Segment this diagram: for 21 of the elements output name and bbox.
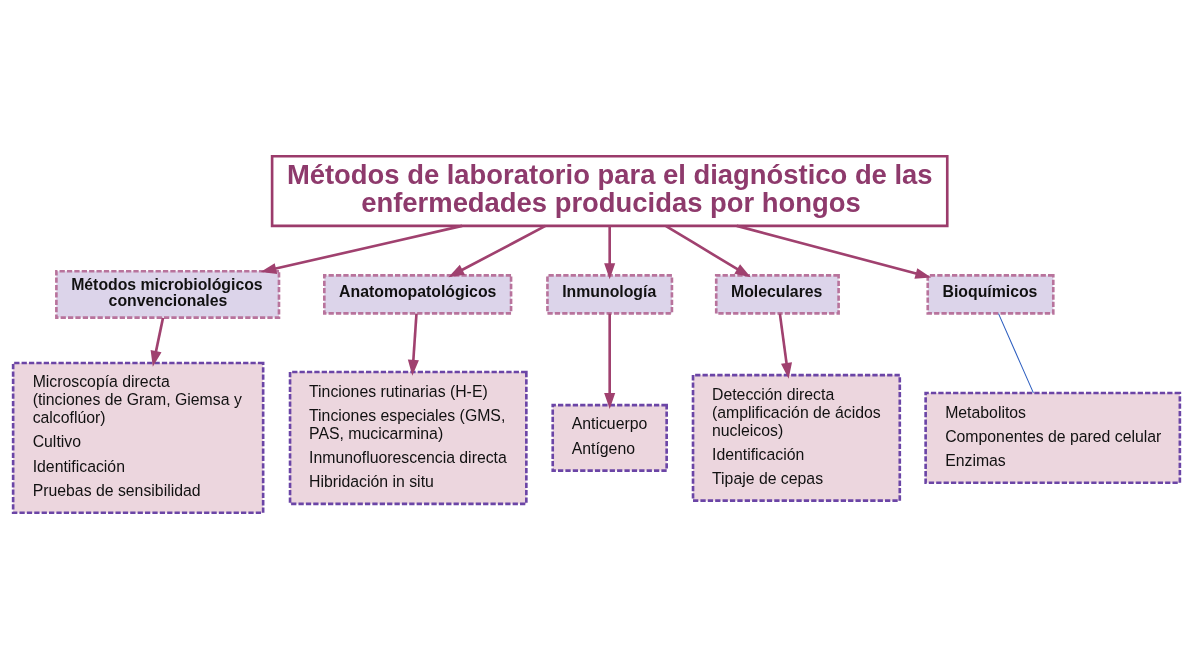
node-box: Moleculares [714,273,840,315]
node-box: Microscopía directa (tinciones de Gram, Giemsa y calcoflúor) Cultivo Identificación Pruebas de sensibilidad [11,361,265,514]
arrow [150,317,165,367]
node-box: Metabolitos Componentes de pared celular Enzimas [924,391,1182,484]
arrow [778,312,792,379]
node-box: Detección directa (amplificación de ácidos nucleicos) Identificación Tipaje de cepas [691,373,902,502]
node-box: Tinciones rutinarias (H-E) Tinciones especiales (GMS, PAS, mucicarmina) Inmunofluorescencia directa Hibridación in situ [288,370,528,505]
arrow [407,313,419,376]
node-box: Bioquímicos [926,273,1055,315]
arrow [736,224,932,279]
arrow [604,225,616,279]
arrow [604,313,616,409]
arrow [665,224,751,277]
arrow [260,224,463,274]
arrow [448,224,547,277]
connector [998,312,1034,393]
node-box: Inmunología [546,273,674,315]
node-box: Anticuerpo Antígeno [551,403,668,472]
node-box: Métodos de laboratorio para el diagnóstico de las enfermedades producidas por hongos [270,154,949,227]
node-box: Métodos microbiológicos convencionales [55,269,281,319]
node-box: Anatomopatológicos [323,273,513,315]
